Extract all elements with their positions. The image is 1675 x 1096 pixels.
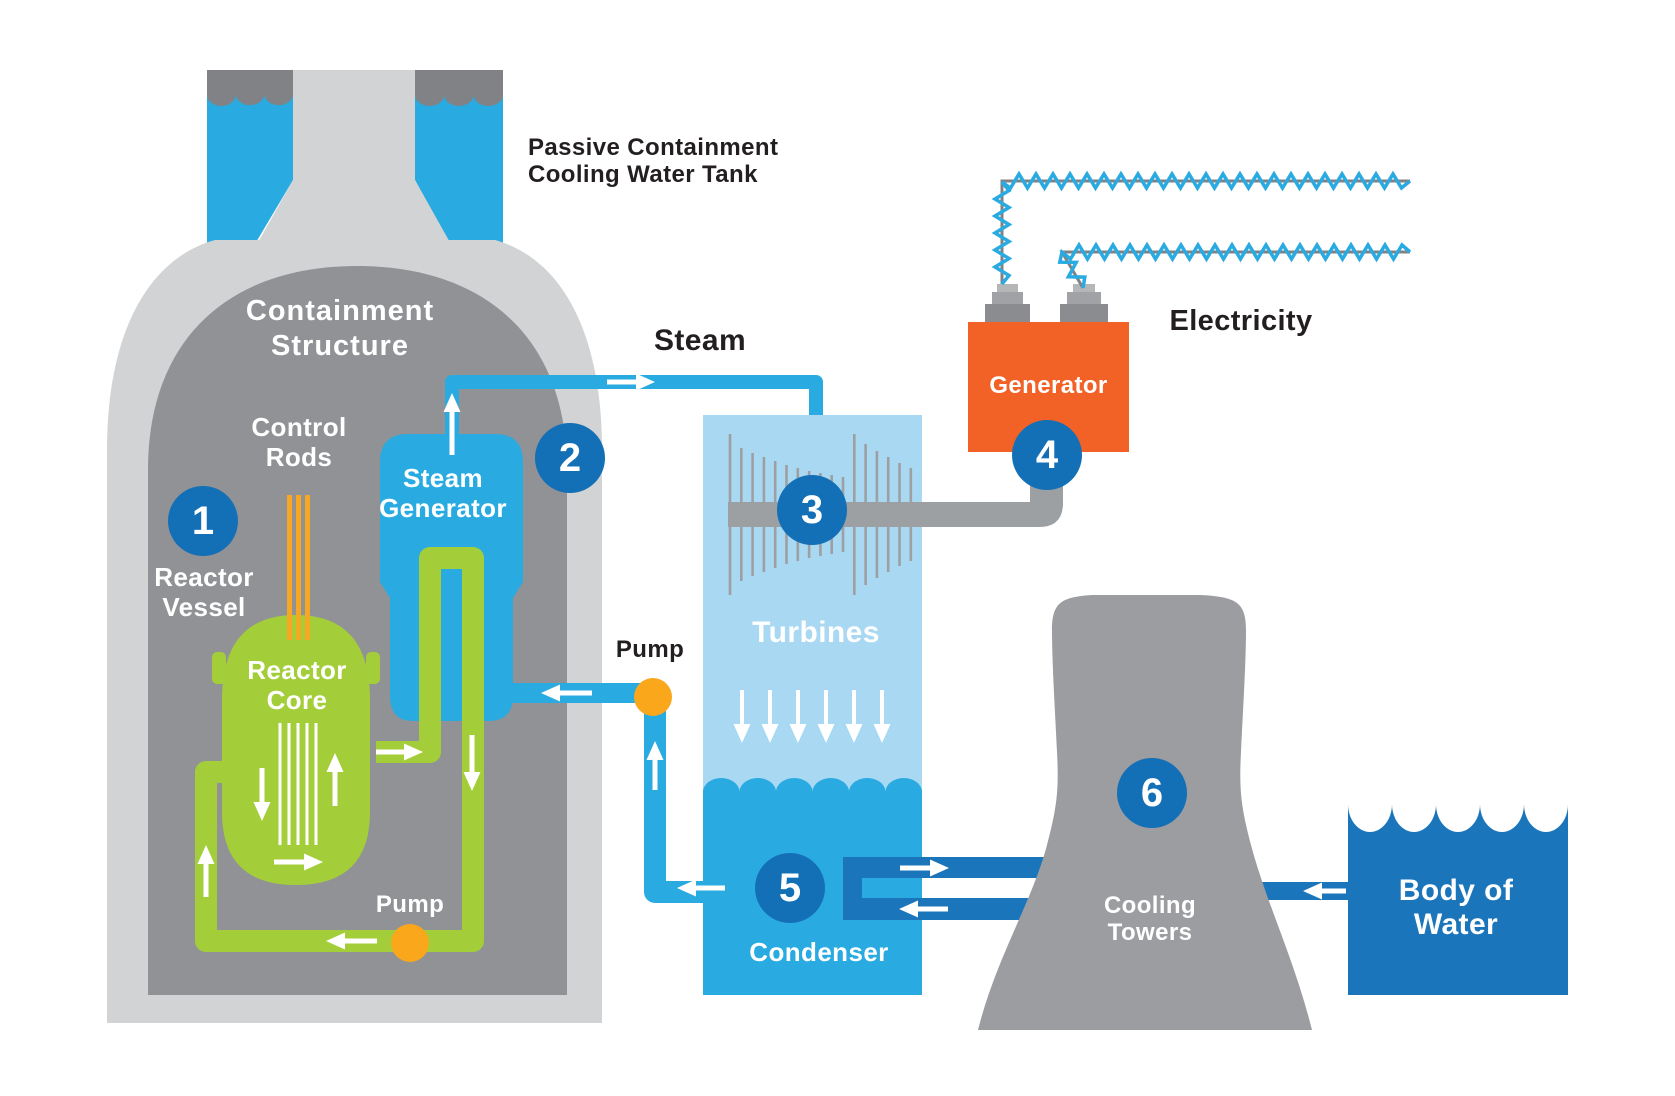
electricity-zigzag-2 bbox=[1057, 241, 1412, 289]
reactor-vessel-label: Reactor Vessel bbox=[154, 562, 254, 622]
turbine-exhaust-arrows bbox=[733, 690, 891, 743]
body-of-water bbox=[1348, 804, 1568, 995]
electricity-zigzag-1 bbox=[991, 170, 1412, 286]
steam-generator-label: Steam Generator bbox=[379, 463, 507, 523]
fuel-rods bbox=[278, 723, 318, 845]
transmission-line-1 bbox=[1000, 179, 1410, 284]
marker-1-reactor-vessel: 1 bbox=[168, 486, 238, 556]
containment-structure-label: Containment Structure bbox=[245, 295, 435, 362]
turbines-label: Turbines bbox=[752, 616, 880, 649]
tank-water-left bbox=[207, 90, 293, 244]
tank-cap-left bbox=[206, 70, 293, 106]
primary-pump-label: Pump bbox=[375, 891, 445, 918]
electricity-label: Electricity bbox=[1169, 305, 1313, 337]
marker-4-generator: 4 bbox=[1012, 420, 1082, 490]
control-rods bbox=[287, 495, 310, 640]
marker-5-condenser: 5 bbox=[755, 853, 825, 923]
generator-insulator-left bbox=[985, 284, 1030, 322]
reactor-core-label: Reactor Core bbox=[247, 655, 347, 715]
control-rods-label: Control Rods bbox=[251, 412, 347, 472]
steam-generator-vessel bbox=[380, 434, 523, 721]
tank-center-column bbox=[256, 70, 452, 246]
generator-label: Generator bbox=[989, 372, 1108, 399]
steam-label: Steam bbox=[653, 324, 747, 357]
flow-arrows bbox=[197, 373, 1346, 950]
marker-2-steam-generator: 2 bbox=[535, 423, 605, 493]
marker-6-cooling-towers: 6 bbox=[1117, 758, 1187, 828]
tank-cap-right bbox=[415, 70, 503, 106]
body-of-water-label: Body of Water bbox=[1398, 874, 1514, 941]
passive-tank-label: Passive Containment Cooling Water Tank bbox=[528, 134, 779, 188]
tank-water-right bbox=[415, 90, 503, 244]
marker-3-turbines: 3 bbox=[777, 475, 847, 545]
secondary-pump-label: Pump bbox=[615, 636, 685, 663]
cooling-water-tank bbox=[206, 70, 503, 246]
generator-insulator-right bbox=[1060, 284, 1108, 322]
condenser-label: Condenser bbox=[749, 937, 889, 967]
secondary-pump bbox=[634, 678, 672, 716]
primary-pump bbox=[391, 924, 429, 962]
cooling-towers-label: Cooling Towers bbox=[1103, 892, 1197, 946]
